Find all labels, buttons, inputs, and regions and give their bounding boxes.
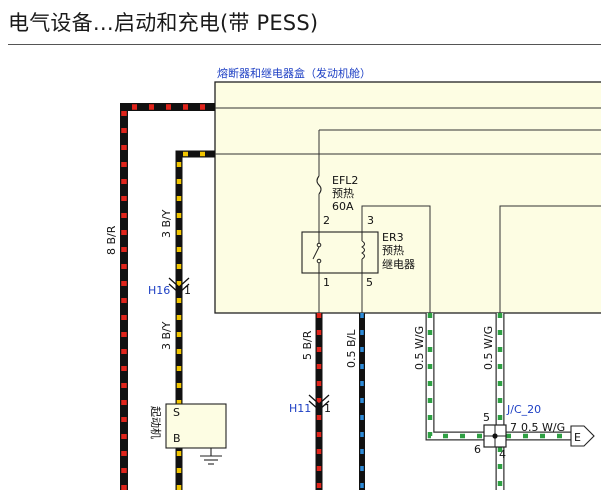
wire-3by-stripe (176, 151, 215, 490)
fusebox-frame (214, 81, 601, 314)
junction-jc20-dot (492, 433, 498, 439)
starter-terminal-s: S (173, 406, 180, 419)
relay-box (301, 231, 379, 274)
relay-coil-icon (361, 232, 365, 273)
wire-label-5br: 5 B/R (301, 330, 314, 360)
wire-label-05wg-2: 0.5 W/G (482, 326, 495, 370)
relay-pin5: 5 (366, 276, 373, 289)
relay-name1: 预热 (382, 244, 404, 257)
junction-jc20-pin7: 7 (510, 421, 517, 434)
offpage-arrow-icon (570, 425, 595, 447)
connector-h11-pin: 1 (324, 402, 331, 415)
ground-icon (200, 448, 222, 465)
fusebox-label: 熔断器和继电器盒（发动机舱） (217, 66, 371, 80)
junction-jc20-pin4: 4 (499, 448, 506, 461)
junction-jc20-id: J/C_20 (506, 403, 541, 416)
fuse-rating: 60A (332, 200, 354, 213)
wire-label-05wg-1: 0.5 W/G (413, 326, 426, 370)
fuse-pin-top: 2 (323, 214, 330, 227)
title-divider (8, 44, 601, 45)
starter-terminal-b: B (173, 432, 181, 445)
starter-label: 起动机 (149, 406, 163, 439)
connector-h16-id: H16 (148, 284, 170, 297)
junction-jc20-pin6: 6 (474, 443, 481, 456)
fuse-id: EFL2 (332, 174, 358, 187)
relay-switch-icon (312, 232, 322, 273)
relay-name2: 继电器 (382, 258, 415, 271)
junction-jc20-pin5: 5 (483, 411, 490, 424)
wire-05wg-a-core (426, 313, 484, 440)
wire-label-05bl: 0.5 B/L (345, 329, 358, 368)
connector-h16-icon (168, 277, 190, 294)
wire-label-3by-bot: 3 B/Y (160, 321, 173, 350)
relay-pin3: 3 (367, 214, 374, 227)
wire-8br-stripe (121, 104, 215, 490)
wire-label-05wg-3: 0.5 W/G (521, 421, 565, 434)
relay-pin1: 1 (323, 276, 330, 289)
wire-05wg-a (425, 313, 484, 441)
wire-label-8br: 8 B/R (105, 225, 118, 255)
relay-id: ER3 (382, 231, 404, 244)
fuse-symbol-icon (316, 175, 322, 195)
wire-harness (120, 103, 571, 490)
connector-h11-id: H11 (289, 402, 311, 415)
internal-wire-right (499, 205, 601, 313)
starter-body (165, 403, 227, 449)
wire-05wg-a-stripe (427, 313, 484, 439)
offpage-label: E (574, 431, 581, 444)
connector-h11-icon (308, 394, 330, 411)
connector-h16-pin: 1 (184, 284, 191, 297)
internal-wire-relay-pin3 (361, 205, 431, 313)
wire-label-3by-top: 3 B/Y (160, 209, 173, 238)
page-title: 电气设备…启动和充电(带 PESS) (8, 11, 319, 35)
fuse-name: 预热 (332, 187, 354, 200)
